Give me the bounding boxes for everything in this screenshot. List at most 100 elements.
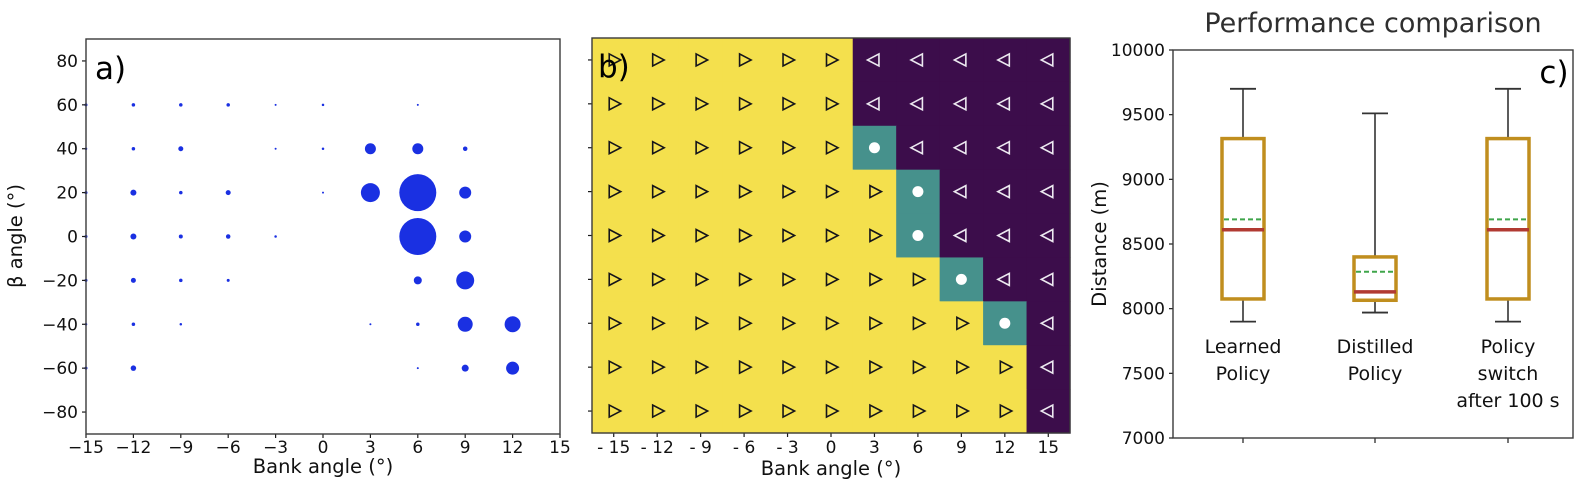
bubble-point bbox=[459, 186, 472, 199]
heatmap-cell bbox=[765, 345, 810, 390]
heatmap-cell bbox=[678, 213, 723, 259]
heatmap-cell bbox=[722, 301, 767, 346]
heatmap-cell bbox=[939, 213, 984, 259]
marker-right-triangle-icon bbox=[825, 184, 840, 199]
marker-right-triangle-icon bbox=[651, 184, 666, 199]
marker-left-triangle-icon bbox=[996, 228, 1011, 243]
plot-frame bbox=[85, 38, 561, 435]
heatmap-cell bbox=[1026, 301, 1071, 346]
bubble-point bbox=[274, 103, 277, 106]
heatmap-cell bbox=[1026, 345, 1071, 390]
heatmap-cell bbox=[852, 81, 897, 127]
marker-right-triangle-icon bbox=[825, 52, 840, 68]
x-tick-label: - 12 bbox=[641, 438, 674, 458]
y-tick-label: 7500 bbox=[1122, 364, 1165, 384]
heatmap-cell bbox=[635, 213, 680, 259]
heatmap-cell bbox=[852, 257, 897, 302]
marker-right-triangle-icon bbox=[869, 359, 884, 375]
x-tick-label: 6 bbox=[412, 438, 423, 458]
marker-right-triangle-icon bbox=[738, 272, 753, 287]
marker-left-triangle-icon bbox=[996, 140, 1011, 156]
marker-right-triangle-icon bbox=[695, 52, 710, 68]
bubble-point bbox=[457, 316, 473, 332]
heatmap-cell bbox=[983, 169, 1028, 215]
bubble-point bbox=[399, 218, 437, 255]
heatmap-cell bbox=[939, 389, 984, 434]
heatmap-cell bbox=[809, 38, 854, 83]
marker-left-triangle-icon bbox=[909, 96, 924, 112]
y-tick-label: 9000 bbox=[1122, 170, 1165, 190]
bubble-point bbox=[416, 322, 420, 327]
x-tick-label: 9 bbox=[460, 438, 471, 458]
panel-a-xaxis-label: Bank angle (°) bbox=[253, 455, 393, 478]
heatmap-cell bbox=[765, 257, 810, 302]
marker-left-triangle-icon bbox=[1039, 140, 1054, 156]
box-category-label: Distilled bbox=[1337, 336, 1414, 358]
marker-left-triangle-icon bbox=[1039, 359, 1054, 375]
marker-right-triangle-icon bbox=[782, 140, 797, 156]
marker-right-triangle-icon bbox=[738, 96, 753, 112]
bubble-point bbox=[413, 276, 422, 285]
panel-a-yaxis-label: β angle (°) bbox=[4, 184, 27, 288]
marker-left-triangle-icon bbox=[952, 184, 967, 199]
marker-left-triangle-icon bbox=[996, 96, 1011, 112]
marker-right-triangle-icon bbox=[782, 359, 797, 375]
marker-right-triangle-icon bbox=[999, 359, 1014, 375]
heatmap-cell bbox=[592, 38, 637, 83]
x-tick-label: - 9 bbox=[689, 438, 711, 458]
heatmap-cell bbox=[635, 345, 680, 390]
marker-left-triangle-icon bbox=[996, 184, 1011, 199]
heatmap-cell bbox=[1026, 213, 1071, 259]
y-tick-label: −20 bbox=[42, 271, 78, 291]
x-tick-label: −12 bbox=[115, 438, 151, 458]
heatmap-cell bbox=[635, 169, 680, 215]
heatmap-cell bbox=[809, 257, 854, 302]
heatmap-cell bbox=[678, 125, 723, 171]
heatmap-cell bbox=[809, 389, 854, 434]
bubble-point bbox=[131, 146, 136, 151]
marker-left-triangle-icon bbox=[1039, 228, 1054, 243]
marker-right-triangle-icon bbox=[956, 359, 971, 375]
panel-c-title: Performance comparison bbox=[1204, 8, 1541, 39]
marker-right-triangle-icon bbox=[999, 403, 1014, 419]
marker-left-triangle-icon bbox=[1039, 52, 1054, 68]
heatmap-cell bbox=[939, 81, 984, 127]
box-rect bbox=[1352, 255, 1398, 303]
bubble-point bbox=[462, 146, 468, 151]
marker-dot-icon bbox=[912, 230, 924, 241]
x-tick-label: 3 bbox=[365, 438, 376, 458]
panel-b-letter: b) bbox=[598, 49, 630, 85]
bubble-point bbox=[321, 103, 325, 107]
marker-right-triangle-icon bbox=[782, 228, 797, 243]
heatmap-cell bbox=[852, 213, 897, 259]
x-tick-label: 3 bbox=[869, 438, 880, 458]
marker-right-triangle-icon bbox=[825, 403, 840, 419]
heatmap-cell bbox=[896, 257, 941, 302]
heatmap-cell bbox=[592, 389, 637, 434]
marker-right-triangle-icon bbox=[651, 140, 666, 156]
heatmap-cell bbox=[678, 169, 723, 215]
x-tick-label: −9 bbox=[168, 438, 193, 458]
box-category-label: Policy bbox=[1348, 363, 1403, 385]
box-category-label: after 100 s bbox=[1456, 390, 1559, 412]
marker-right-triangle-icon bbox=[782, 184, 797, 199]
marker-right-triangle-icon bbox=[695, 184, 710, 199]
heatmap-cell bbox=[678, 301, 723, 346]
marker-left-triangle-icon bbox=[996, 272, 1011, 287]
marker-right-triangle-icon bbox=[695, 315, 710, 331]
panel-b-xaxis-label: Bank angle (°) bbox=[761, 457, 901, 480]
marker-right-triangle-icon bbox=[695, 140, 710, 156]
heatmap-cell bbox=[852, 345, 897, 390]
marker-left-triangle-icon bbox=[909, 52, 924, 68]
x-tick-label: 0 bbox=[318, 438, 329, 458]
marker-left-triangle-icon bbox=[952, 140, 967, 156]
heatmap-cell bbox=[939, 38, 984, 83]
heatmap-cell bbox=[678, 81, 723, 127]
heatmap-cell bbox=[896, 81, 941, 127]
x-tick-label: 15 bbox=[549, 438, 571, 458]
heatmap-cell bbox=[1026, 38, 1071, 83]
marker-right-triangle-icon bbox=[651, 228, 666, 243]
marker-right-triangle-icon bbox=[782, 96, 797, 112]
heatmap-cell bbox=[983, 81, 1028, 127]
